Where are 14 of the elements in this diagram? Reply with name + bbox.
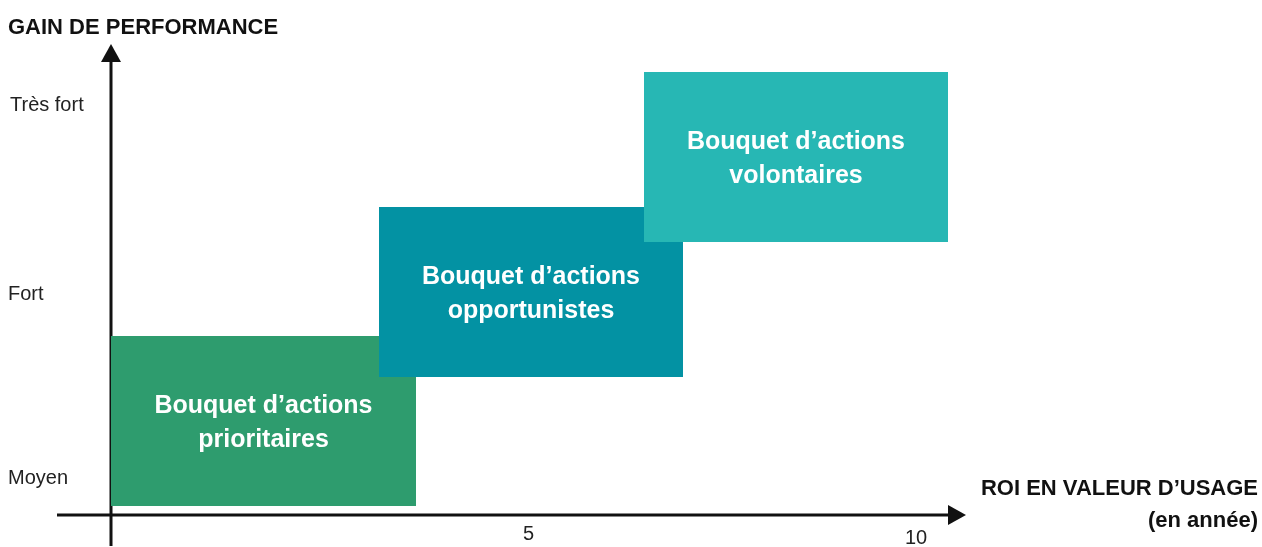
action-bundle-box	[379, 207, 683, 377]
tick-label: Très fort	[10, 93, 84, 116]
box-label: Bouquet d’actions opportunistes	[420, 260, 642, 325]
axis-title: ROI EN VALEUR D’USAGE	[980, 475, 1258, 501]
axis-title: GAIN DE PERFORMANCE	[8, 14, 279, 40]
box-label: Bouquet d’actions prioritaires	[153, 389, 374, 454]
box-label: Bouquet d’actions volontaires	[685, 125, 907, 190]
tick-label: 10	[905, 526, 928, 547]
tick-label: 5	[523, 522, 535, 545]
action-bundle-box	[111, 336, 416, 506]
action-bundle-box	[644, 72, 948, 242]
tick-label: Fort	[8, 282, 44, 305]
axis-unit: (en année)	[1147, 507, 1258, 533]
tick-label: Moyen	[8, 466, 69, 489]
